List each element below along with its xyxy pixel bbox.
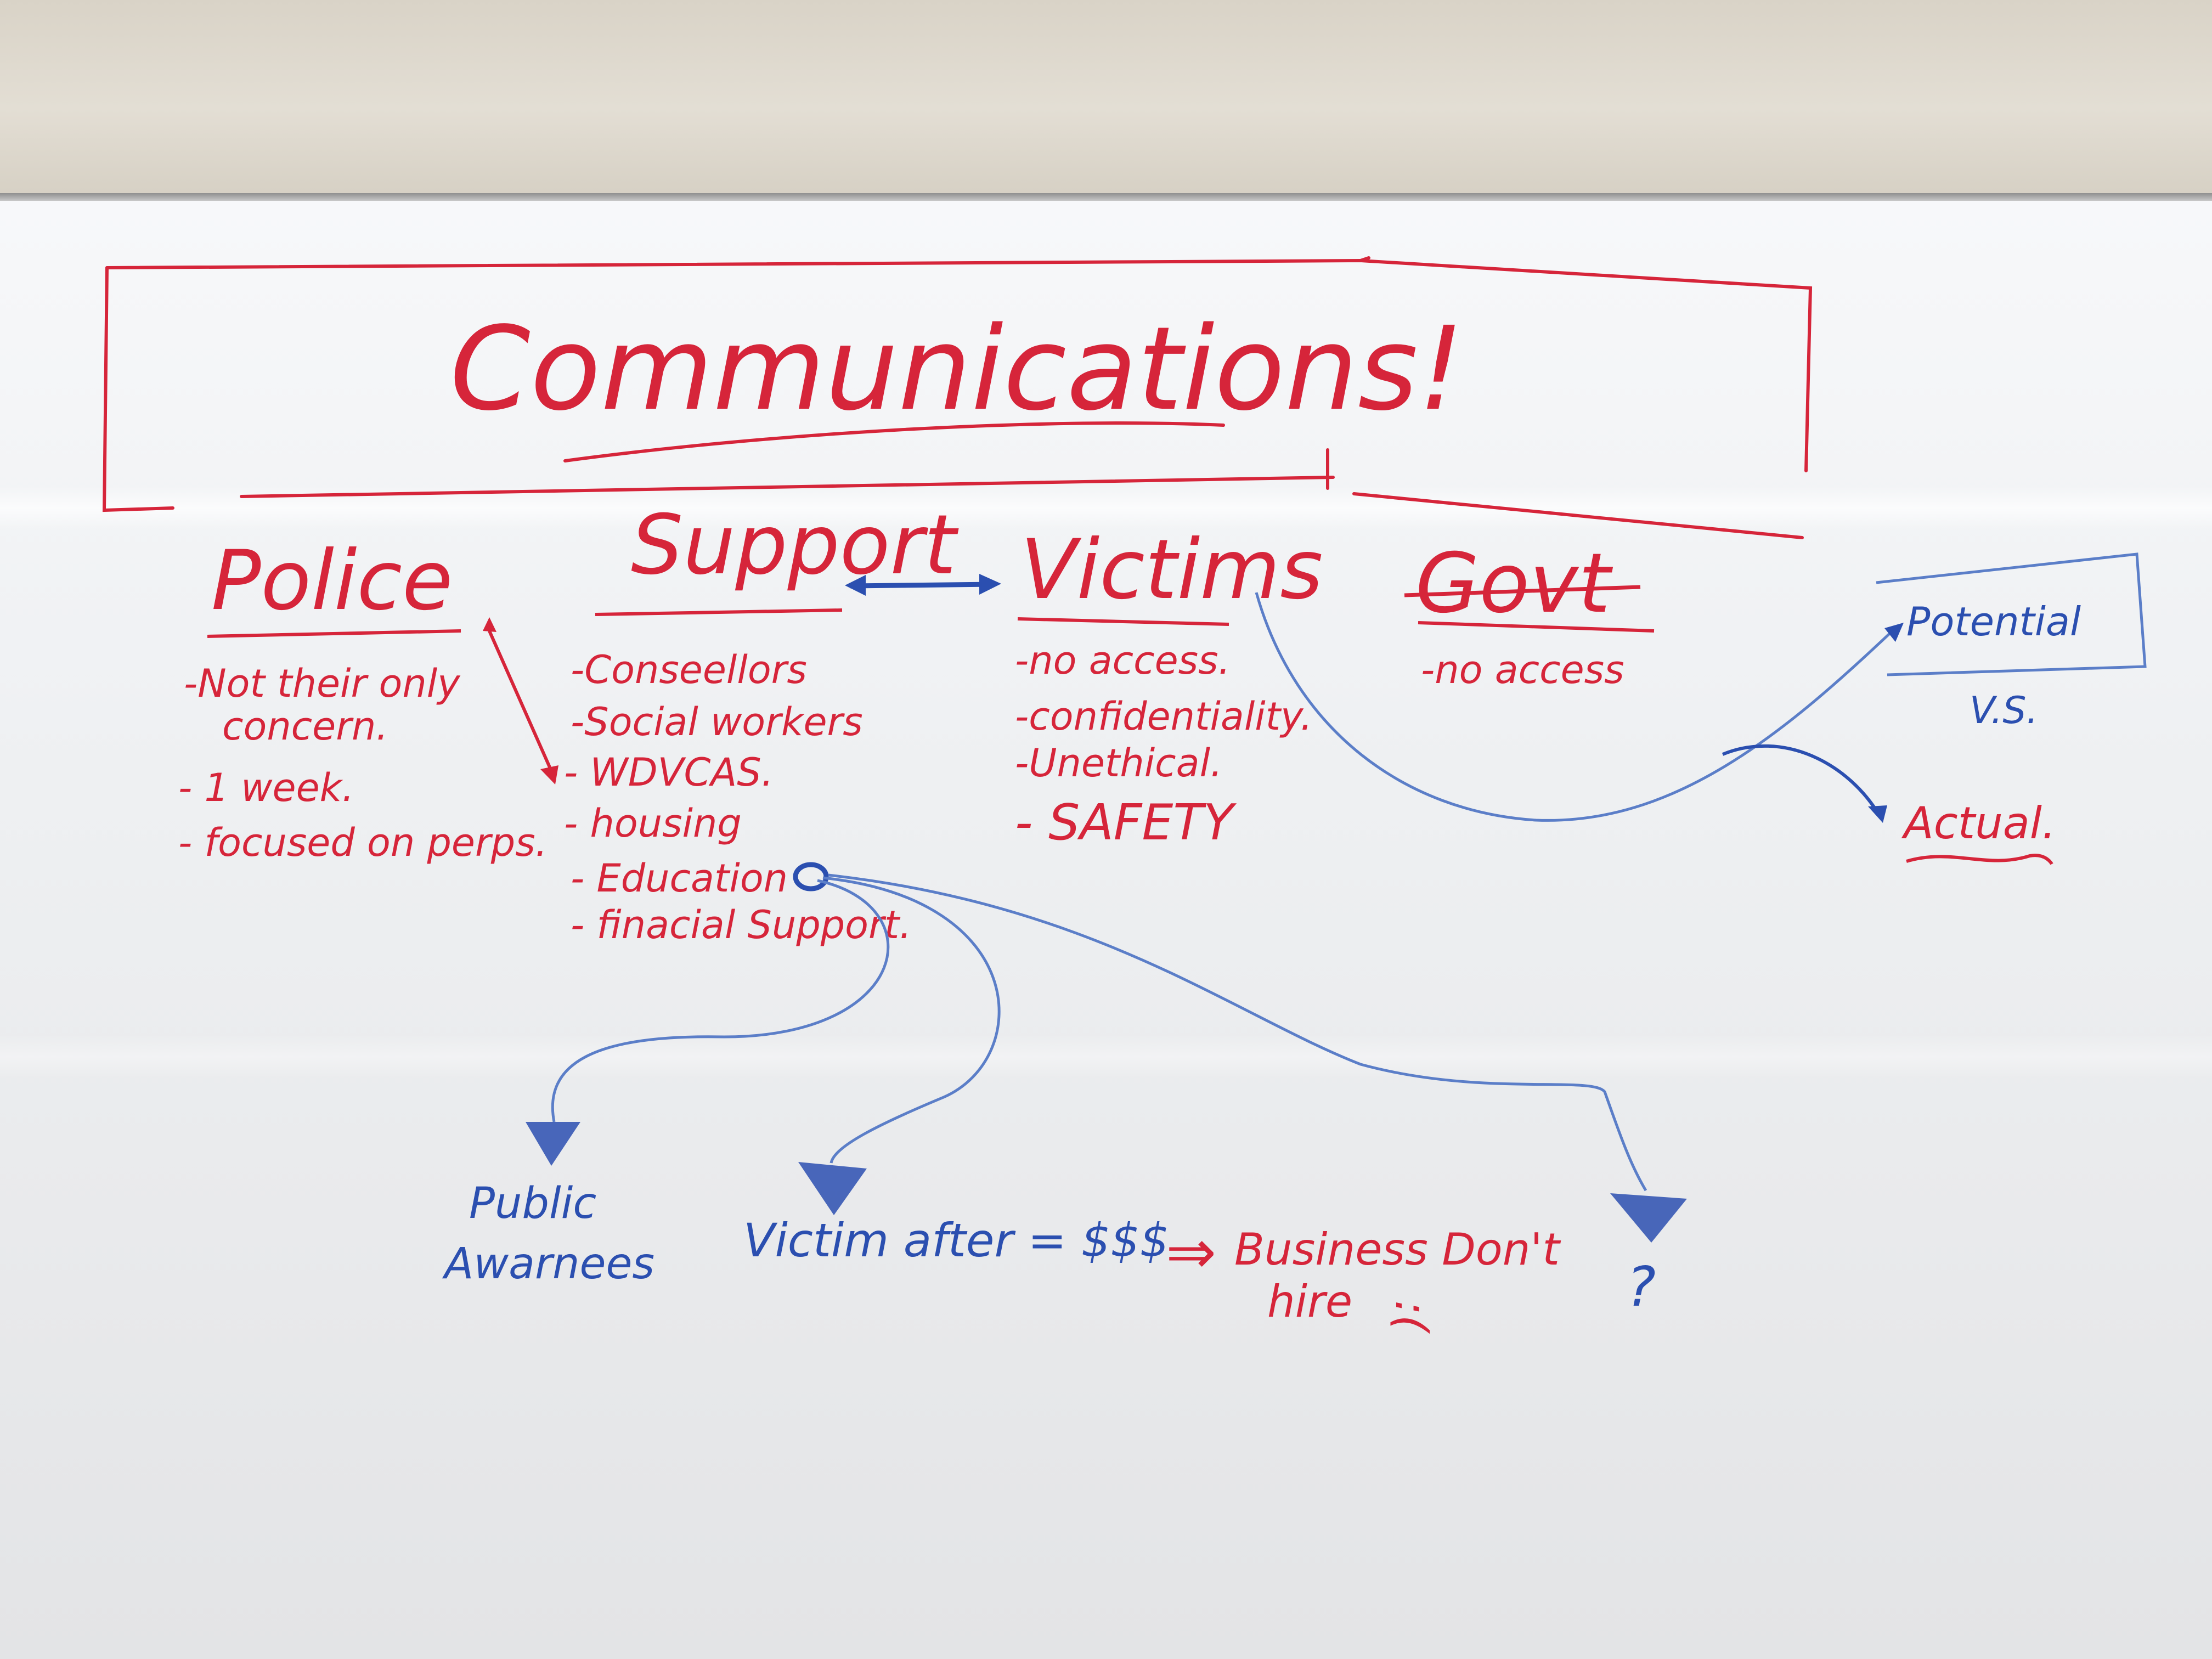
list-item: - finacial Support.	[571, 902, 912, 947]
implies-arrow: ⇒	[1166, 1217, 1216, 1287]
list-item: -Not their only	[184, 661, 461, 706]
potential-box	[1876, 552, 2147, 676]
arrowhead-down	[526, 1122, 580, 1166]
heading-underline	[1017, 617, 1229, 626]
list-item: -no access.	[1015, 638, 1231, 683]
police-list: -Not their only concern. - 1 week. - foc…	[178, 661, 548, 865]
list-item: - focused on perps.	[178, 820, 548, 865]
list-item: -confidentiality.	[1015, 694, 1312, 739]
sad-face: :(	[1386, 1300, 1437, 1334]
list-item: - 1 week.	[178, 765, 354, 810]
strikethrough	[1404, 585, 1641, 597]
heading-underline	[1418, 621, 1655, 633]
victims-list: -no access. -confidentiality. -Unethical…	[1015, 638, 1312, 851]
support-victims-arrow	[850, 582, 994, 589]
arrowhead-down	[1610, 1193, 1687, 1243]
arrowhead-left	[845, 575, 866, 596]
heading-govt: Govt	[1415, 536, 1613, 631]
whiteboard	[0, 201, 2212, 1659]
light-glare	[0, 1035, 2212, 1079]
victim-after-label: Victim after = $$$	[743, 1214, 1169, 1267]
support-list: -Conseellors -Social workers - WDVCAS. -…	[564, 647, 912, 947]
actual-underline	[1906, 854, 2053, 865]
victims-potential-arrow	[1255, 592, 1899, 822]
heading-underline	[595, 608, 843, 616]
police-wdvcas-arrow	[488, 630, 555, 776]
branch-arrows	[551, 873, 1647, 1192]
business-label: Business Don't	[1234, 1224, 1561, 1275]
list-item: -Social workers	[571, 699, 863, 744]
heading-underline	[207, 629, 461, 638]
heading-victims: Victims	[1020, 522, 1323, 618]
arrowhead-up	[483, 617, 496, 632]
awareness-label: Awarnees	[442, 1239, 654, 1289]
arrowhead	[1884, 623, 1904, 642]
arrowhead	[1868, 805, 1887, 823]
title-box	[102, 256, 1813, 539]
branch-origin-dot	[793, 862, 829, 891]
list-item: -no access	[1421, 647, 1624, 692]
arrowhead-right	[979, 574, 1001, 595]
list-item: - housing	[564, 801, 742, 846]
heading-police: Police	[211, 533, 453, 629]
potential-label: Potential	[1906, 599, 2081, 645]
heading-support: Support	[631, 498, 959, 593]
wall-background	[0, 0, 2212, 198]
question-mark: ?	[1627, 1255, 1656, 1319]
list-item: - Education	[571, 856, 788, 901]
potential-actual-arrow	[1722, 744, 1882, 819]
public-label: Public	[469, 1179, 596, 1228]
vs-label: V.S.	[1970, 689, 2038, 732]
list-item: concern.	[222, 704, 388, 749]
arrowhead-down	[540, 765, 558, 785]
actual-label: Actual.	[1901, 798, 2056, 849]
list-item: -Unethical.	[1015, 741, 1222, 786]
hire-label: hire	[1267, 1276, 1352, 1327]
list-item: - WDVCAS.	[564, 750, 774, 795]
whiteboard-frame	[0, 193, 2212, 202]
arrowhead-down	[798, 1162, 867, 1215]
list-item: -Conseellors	[571, 647, 807, 692]
page-title: Communications!	[450, 302, 1464, 436]
list-item: - SAFETY	[1015, 794, 1237, 851]
